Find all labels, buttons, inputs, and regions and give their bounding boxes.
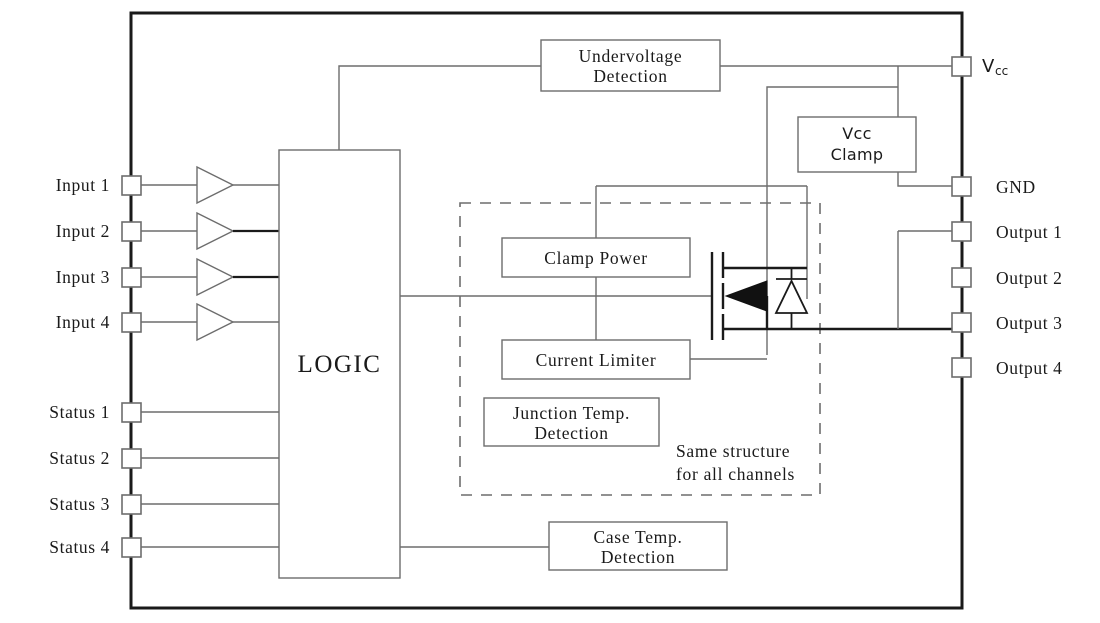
note-line-1: Same structure	[676, 441, 790, 461]
pin-square-input-2[interactable]	[121, 221, 142, 242]
pin-label-status-2: Status 2	[49, 448, 110, 468]
block-case-temp-line2: Detection	[601, 547, 675, 567]
pin-group-input-2[interactable]: Input 2	[56, 211, 279, 251]
n-channel-mosfet	[710, 252, 952, 340]
wire-channel-top-rail	[595, 185, 808, 299]
block-logic-label: LOGIC	[298, 351, 382, 378]
pin-square-input-4[interactable]	[121, 312, 142, 333]
block-undervoltage-line1: Undervoltage	[579, 46, 683, 66]
pin-group-input-3[interactable]: Input 3	[56, 257, 279, 297]
pin-group-output-2[interactable]: Output 2	[951, 267, 1063, 288]
pin-square-output-2[interactable]	[951, 267, 972, 288]
pin-label-status-3: Status 3	[49, 494, 110, 514]
pin-label-input-2: Input 2	[56, 221, 110, 241]
note-same-structure: Same structure for all channels	[676, 441, 795, 484]
pin-group-input-4[interactable]: Input 4	[56, 302, 279, 342]
pin-group-status-2[interactable]: Status 2	[49, 448, 279, 469]
pin-label-output-3: Output 3	[996, 313, 1063, 333]
pin-square-status-1[interactable]	[121, 402, 142, 423]
pin-square-input-1[interactable]	[121, 175, 142, 196]
pin-label-vcc-main: V	[982, 56, 995, 77]
block-vcc-clamp: Vcc Clamp	[797, 116, 917, 173]
pin-square-status-4[interactable]	[121, 537, 142, 558]
pin-label-output-1: Output 1	[996, 222, 1063, 242]
block-logic: LOGIC	[278, 149, 401, 579]
wire-vcc-clamp-branch	[690, 86, 898, 360]
pin-group-output-3[interactable]: Output 3	[951, 312, 1063, 333]
pin-group-status-4[interactable]: Status 4	[49, 537, 279, 558]
note-line-2: for all channels	[676, 464, 795, 484]
block-current-limiter-label: Current Limiter	[536, 350, 657, 370]
pin-group-output-4[interactable]: Output 4	[951, 357, 1063, 378]
same-structure-dashed-group	[459, 202, 821, 496]
block-vcc-clamp-line1: Vcc	[842, 124, 871, 143]
pin-square-input-3[interactable]	[121, 267, 142, 288]
pin-group-status-3[interactable]: Status 3	[49, 494, 279, 515]
block-junction-temp-detection: Junction Temp. Detection	[483, 397, 660, 447]
pin-label-status-4: Status 4	[49, 537, 110, 557]
pin-square-status-2[interactable]	[121, 448, 142, 469]
block-current-limiter: Current Limiter	[501, 339, 691, 380]
block-case-temp-line1: Case Temp.	[593, 527, 682, 547]
wire-mosfet-source-to-output1	[897, 230, 952, 329]
block-case-temp-detection: Case Temp. Detection	[548, 521, 728, 571]
pin-square-output-4[interactable]	[951, 357, 972, 378]
pin-label-vcc-sub: cc	[995, 64, 1008, 78]
pin-label-output-2: Output 2	[996, 268, 1063, 288]
wire-vcc-clamp-to-gnd	[897, 172, 952, 187]
pin-group-input-1[interactable]: Input 1	[56, 165, 279, 205]
wire-logic-to-undervoltage	[338, 65, 541, 150]
pin-group-vcc[interactable]: V cc	[951, 56, 1008, 78]
block-undervoltage-detection: Undervoltage Detection	[540, 39, 721, 92]
pin-group-output-1[interactable]: Output 1	[951, 221, 1063, 242]
pin-label-status-1: Status 1	[49, 402, 110, 422]
pin-label-output-4: Output 4	[996, 358, 1063, 378]
pin-square-output-1[interactable]	[951, 221, 972, 242]
pin-label-input-4: Input 4	[56, 312, 110, 332]
pin-label-gnd: GND	[996, 177, 1036, 197]
pin-group-status-1[interactable]: Status 1	[49, 402, 279, 423]
block-clamp-power: Clamp Power	[501, 237, 691, 278]
pin-group-gnd[interactable]: GND	[951, 176, 1036, 197]
pin-square-gnd[interactable]	[951, 176, 972, 197]
pin-square-output-3[interactable]	[951, 312, 972, 333]
block-clamp-power-label: Clamp Power	[544, 248, 647, 268]
pin-square-status-3[interactable]	[121, 494, 142, 515]
block-junction-temp-line1: Junction Temp.	[513, 403, 630, 423]
pin-label-input-3: Input 3	[56, 267, 110, 287]
pin-label-input-1: Input 1	[56, 175, 110, 195]
device-outline	[129, 11, 964, 610]
body-diode	[774, 268, 809, 329]
block-junction-temp-line2: Detection	[534, 423, 608, 443]
pin-square-vcc[interactable]	[951, 56, 972, 77]
block-vcc-clamp-line2: Clamp	[831, 145, 884, 164]
block-undervoltage-line2: Detection	[593, 66, 667, 86]
